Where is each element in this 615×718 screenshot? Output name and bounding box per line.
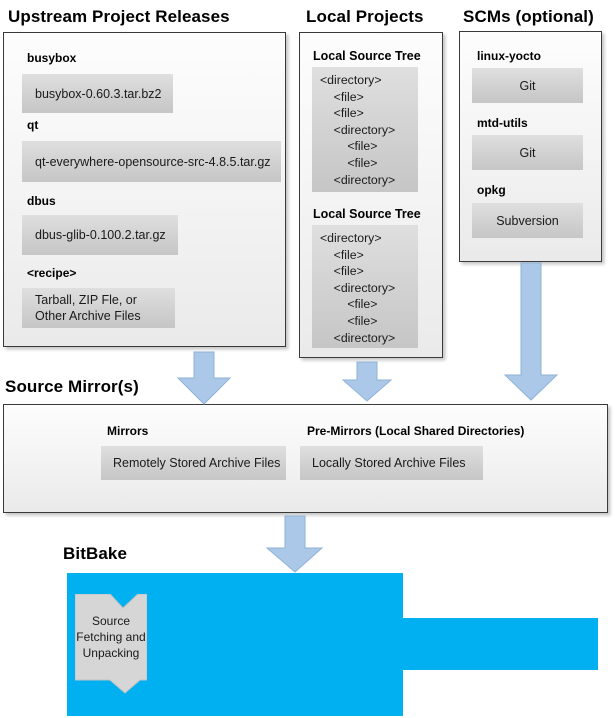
mirrors-box: Remotely Stored Archive Files: [101, 446, 286, 480]
upstream-archive-box: Tarball, ZIP Fle, or Other Archive Files: [22, 288, 175, 328]
pre-mirrors-box: Locally Stored Archive Files: [300, 446, 483, 480]
down-arrow-icon: [341, 361, 393, 402]
scm-tool-box: Git: [472, 68, 583, 103]
upstream-title: Upstream Project Releases: [8, 7, 230, 26]
source-fetching-ribbon: [75, 594, 147, 694]
tree-line: <file>: [320, 89, 364, 104]
scm-item-label: opkg: [477, 183, 506, 197]
tree-line: <directory>: [320, 330, 396, 345]
bitbake-output-bar: [403, 618, 598, 670]
tree-line: <directory>: [320, 280, 396, 295]
tree-line: <file>: [320, 139, 378, 154]
tree-line: <file>: [320, 106, 364, 121]
scm-item-label: mtd-utils: [477, 116, 528, 130]
archive-box-line: Other Archive Files: [35, 309, 141, 323]
tree-line: <file>: [320, 313, 378, 328]
down-arrow-icon: [176, 351, 232, 405]
upstream-item-label: qt: [27, 118, 39, 132]
down-arrow-icon: [265, 515, 324, 573]
source-mirrors-title: Source Mirror(s): [5, 377, 139, 396]
local-source-tree-heading: Local Source Tree: [313, 49, 421, 63]
local-source-tree-box: <directory> <file> <file> <directory> <f…: [312, 67, 418, 192]
upstream-item-label: dbus: [27, 194, 56, 208]
upstream-item-label: <recipe>: [27, 266, 77, 280]
scm-item-label: linux-yocto: [477, 49, 542, 63]
upstream-item-label: busybox: [27, 51, 77, 65]
local-source-tree-box: <directory> <file> <file> <directory> <f…: [312, 225, 418, 348]
tree-line: <directory>: [320, 172, 396, 187]
scm-tool-box: Git: [472, 135, 583, 170]
tree-line: <directory>: [320, 231, 382, 245]
archive-box-line: Tarball, ZIP Fle, or: [35, 292, 137, 307]
upstream-archive-box: qt-everywhere-opensource-src-4.8.5.tar.g…: [22, 141, 281, 182]
down-arrow-icon: [503, 262, 559, 401]
scms-title: SCMs (optional): [463, 7, 594, 26]
tree-line: <file>: [320, 297, 378, 312]
tree-line: <directory>: [320, 122, 396, 137]
local-source-tree-heading: Local Source Tree: [313, 207, 421, 221]
tree-line: <file>: [320, 264, 364, 279]
source-fetching-ribbon-text: Source Fetching and Unpacking: [76, 614, 146, 660]
pre-mirrors-label: Pre-Mirrors (Local Shared Directories): [307, 424, 525, 438]
scm-tool-box: Subversion: [472, 203, 583, 238]
local-projects-title: Local Projects: [306, 7, 424, 26]
tree-line: <file>: [320, 247, 364, 262]
mirrors-label: Mirrors: [107, 424, 149, 438]
tree-line: <directory>: [320, 73, 382, 87]
upstream-archive-box: dbus-glib-0.100.2.tar.gz: [22, 215, 178, 255]
bitbake-title: BitBake: [63, 544, 128, 563]
upstream-archive-box: busybox-0.60.3.tar.bz2: [22, 74, 173, 113]
tree-line: <file>: [320, 155, 378, 170]
